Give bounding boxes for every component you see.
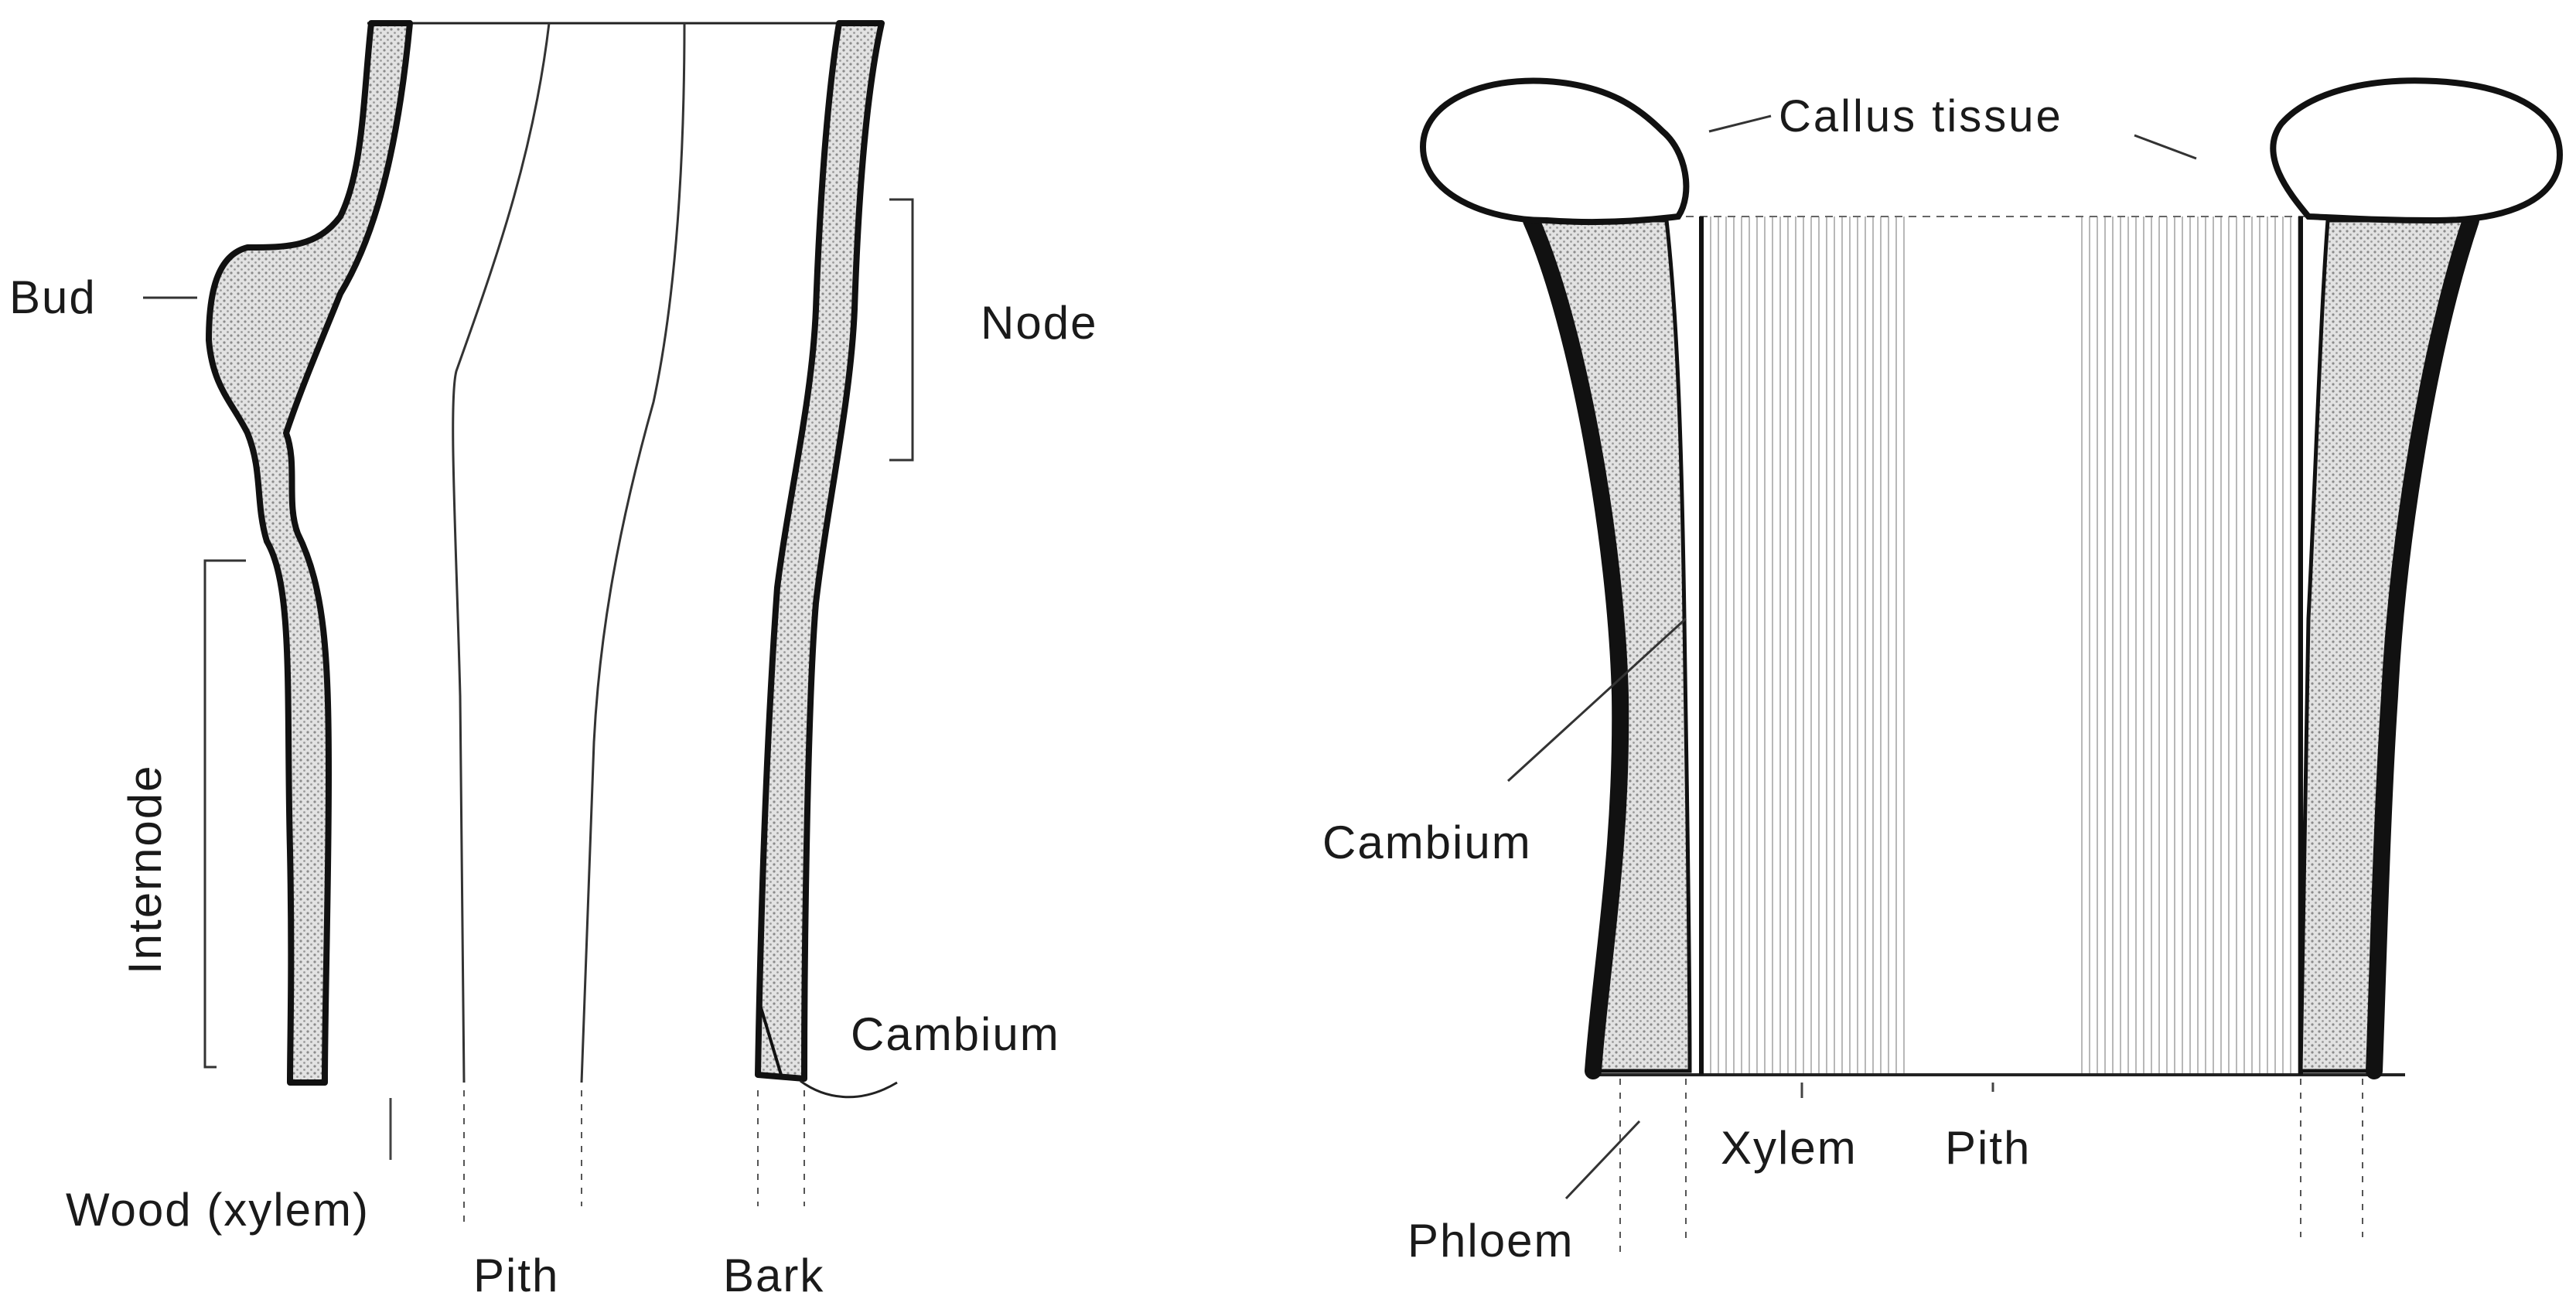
callus-left bbox=[1423, 80, 1686, 222]
label-pith-right: Pith bbox=[1945, 1122, 2031, 1174]
label-callus: Callus tissue bbox=[1779, 91, 2063, 142]
label-xylem: Xylem bbox=[1721, 1122, 1858, 1174]
label-pith-left: Pith bbox=[473, 1250, 559, 1301]
left-bark-band bbox=[209, 23, 410, 1083]
label-cambium-right: Cambium bbox=[1322, 817, 1532, 868]
cambium-curve bbox=[800, 1081, 897, 1097]
internode-bracket bbox=[205, 561, 246, 1067]
pith-boundary-left bbox=[453, 23, 549, 1083]
callus-leader-right bbox=[2134, 135, 2196, 159]
label-wood: Wood (xylem) bbox=[66, 1184, 370, 1236]
xylem-block-right bbox=[2080, 217, 2301, 1075]
callus-right bbox=[2273, 80, 2560, 220]
right-stem-diagram: Callus tissue Cambium Xylem Pith Phloem bbox=[1322, 80, 2560, 1267]
right-bark-band bbox=[758, 23, 882, 1079]
phloem-leader bbox=[1566, 1121, 1639, 1199]
label-cambium-left: Cambium bbox=[851, 1008, 1060, 1060]
label-phloem: Phloem bbox=[1407, 1215, 1574, 1267]
label-internode: Internode bbox=[119, 764, 171, 974]
xylem-block-left bbox=[1701, 217, 1906, 1075]
label-node: Node bbox=[981, 297, 1097, 349]
pith-boundary-right bbox=[582, 23, 684, 1083]
callus-leader-left bbox=[1709, 116, 1771, 131]
node-bracket bbox=[889, 199, 913, 460]
label-bud: Bud bbox=[9, 271, 97, 323]
label-bark: Bark bbox=[723, 1250, 824, 1301]
left-stem-diagram: Bud Node Internode Cambium Wood (xylem) … bbox=[9, 23, 1097, 1301]
